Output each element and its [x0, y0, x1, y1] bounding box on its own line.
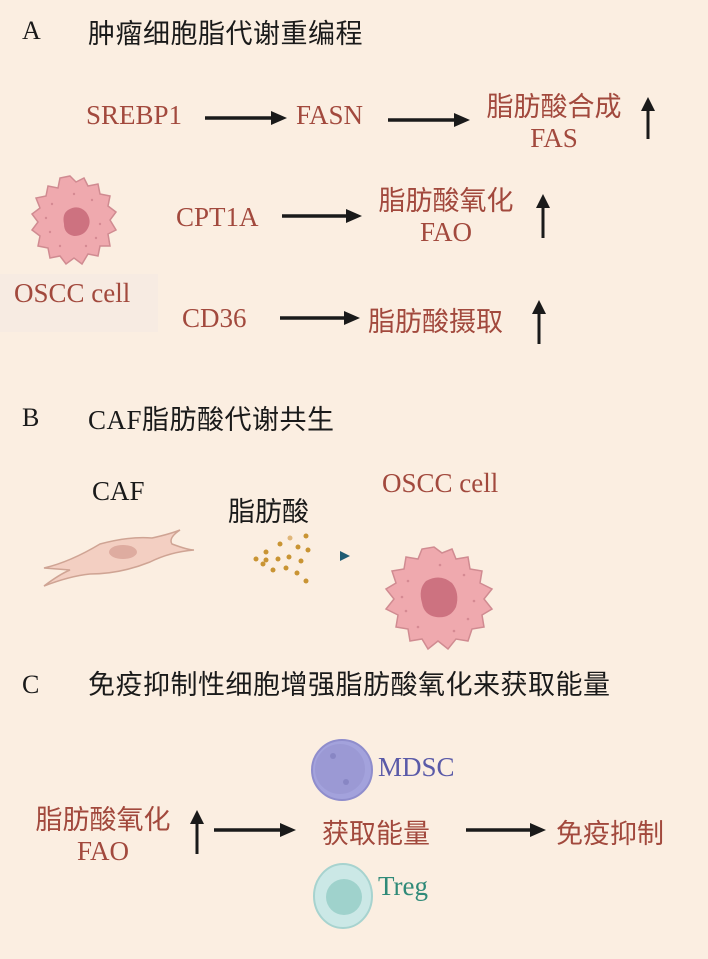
arrow-right-icon — [280, 311, 360, 325]
treg-label: Treg — [378, 871, 429, 901]
immune-suppression: 免疫抑制 — [556, 819, 664, 849]
oscc-cell-label-b: OSCC cell — [382, 468, 499, 498]
gene-cpt1a: CPT1A — [176, 202, 259, 232]
gene-srebp1: SREBP1 — [86, 100, 183, 130]
oscc-cell-icon — [30, 175, 118, 266]
result-fas: 脂肪酸合成 FAS — [474, 92, 634, 154]
panel-c-letter: C — [22, 670, 40, 699]
result-fas-en: FAS — [530, 123, 578, 153]
oscc-cell-label: OSCC cell — [14, 278, 131, 308]
panel-c-title: 免疫抑制性细胞增强脂肪酸氧化来获取能量 — [88, 670, 611, 700]
arrow-right-icon — [214, 823, 296, 837]
panel-b-letter: B — [22, 403, 40, 432]
arrow-up-icon — [532, 300, 546, 344]
gain-energy: 获取能量 — [322, 819, 430, 849]
result-fao-cn: 脂肪酸氧化 — [378, 186, 514, 216]
arrow-right-icon — [282, 209, 362, 223]
treg-cell-icon — [313, 863, 373, 929]
arrow-up-icon — [536, 194, 550, 238]
mdsc-cell-icon — [311, 739, 373, 801]
arrow-right-icon — [388, 113, 470, 127]
result-fas-cn: 脂肪酸合成 — [486, 92, 622, 122]
left-fao-cn: 脂肪酸氧化 — [35, 805, 171, 835]
left-fao-en: FAO — [76, 836, 129, 866]
arrow-up-icon — [190, 810, 204, 854]
fatty-acid-label: 脂肪酸 — [228, 497, 309, 527]
panel-a-letter: A — [22, 16, 41, 45]
mdsc-label: MDSC — [378, 752, 455, 782]
arrow-right-icon — [466, 823, 546, 837]
panel-b-title: CAF脂肪酸代谢共生 — [88, 405, 335, 435]
result-fao-en: FAO — [419, 217, 472, 247]
arrow-right-icon — [205, 111, 287, 125]
result-fao: 脂肪酸氧化 FAO — [366, 186, 526, 248]
panel-a-title: 肿瘤细胞脂代谢重编程 — [88, 19, 363, 49]
gene-fasn: FASN — [296, 100, 364, 130]
left-fao: 脂肪酸氧化 FAO — [22, 805, 184, 867]
fatty-acid-transfer-icon — [210, 533, 350, 584]
oscc-cell-icon-b — [384, 546, 494, 651]
caf-cell-icon — [43, 529, 195, 587]
gene-cd36: CD36 — [182, 303, 247, 333]
oscc-label-box — [0, 274, 158, 332]
arrow-up-icon — [641, 97, 655, 139]
caf-label: CAF — [92, 476, 145, 506]
result-uptake: 脂肪酸摄取 — [368, 307, 503, 337]
